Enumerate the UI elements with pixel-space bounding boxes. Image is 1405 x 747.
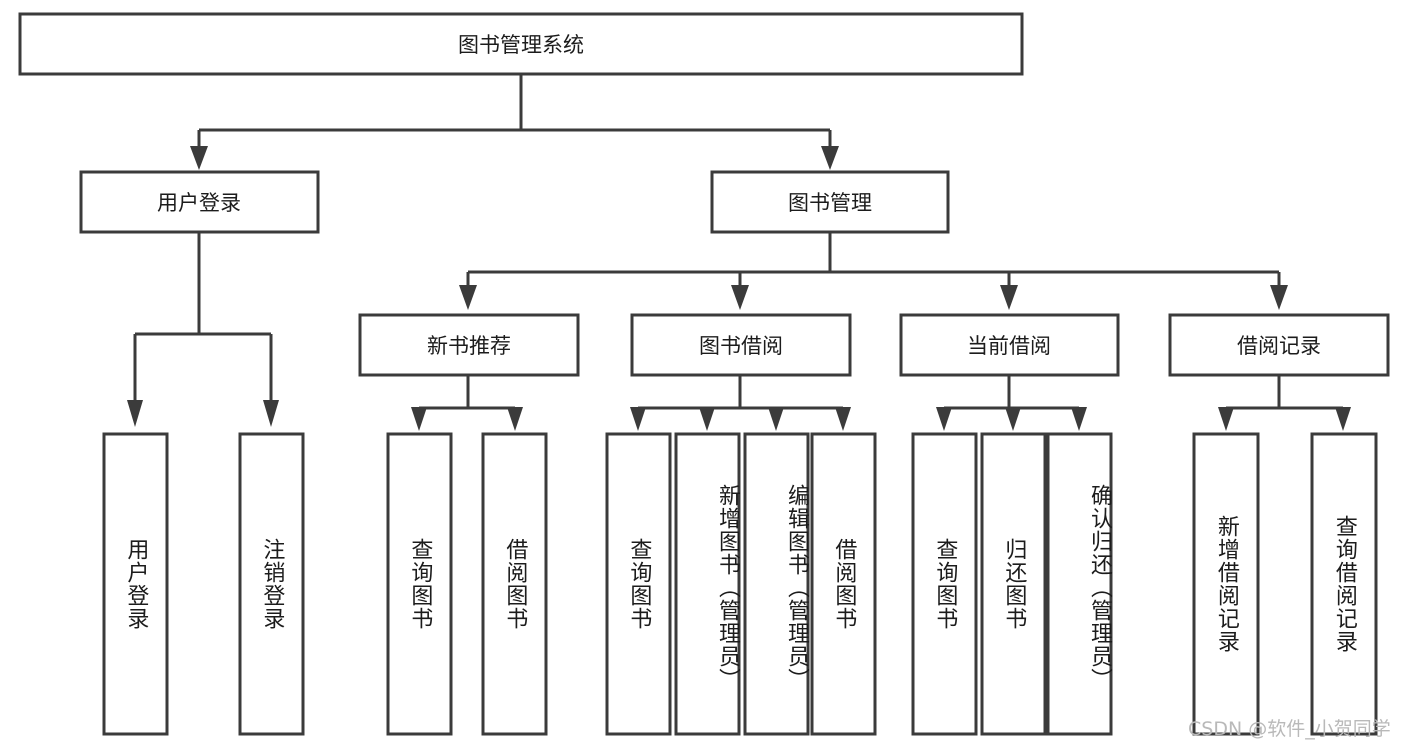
arrow-to-leaf-borrow-book-2 <box>835 407 851 431</box>
node-book-management[interactable]: 图书管理 <box>710 170 950 234</box>
arrow-to-leaf-logout <box>263 400 279 427</box>
watermark-text: CSDN @软件_小贺同学 <box>1188 718 1391 740</box>
node-book-borrow-label: 图书借阅 <box>699 334 783 358</box>
arrow-to-borrow-record <box>1270 285 1288 310</box>
leaf-edit-book-rect[interactable] <box>743 432 810 736</box>
arrow-to-current-borrow <box>1000 285 1018 310</box>
leaf-borrow-book-2-rect[interactable] <box>810 432 877 736</box>
node-borrow-record-label: 借阅记录 <box>1237 334 1321 358</box>
arrow-to-leaf-add-record <box>1218 407 1234 431</box>
arrow-to-leaf-query-book-3 <box>936 407 952 431</box>
node-borrow-record[interactable]: 借阅记录 <box>1168 313 1390 377</box>
arrow-to-leaf-return-book <box>1005 407 1021 431</box>
leaf-query-book-3-rect[interactable] <box>911 432 978 736</box>
node-book-borrow-rect[interactable] <box>630 313 852 377</box>
leaf-add-record-rect[interactable] <box>1192 432 1260 736</box>
node-current-borrow-label: 当前借阅 <box>967 334 1051 358</box>
node-book-management-label: 图书管理 <box>788 191 872 215</box>
node-root-label: 图书管理系统 <box>458 33 584 57</box>
leaves-book-borrow <box>605 432 877 736</box>
connectors-book-borrow-to-leaves <box>630 375 851 431</box>
arrow-to-leaf-borrow-book-1 <box>507 407 523 431</box>
leaf-query-book-1-rect[interactable] <box>386 432 453 736</box>
arrow-to-leaf-edit-book <box>768 407 784 431</box>
leaves-borrow-record <box>1192 432 1378 736</box>
leaf-query-book-2-rect[interactable] <box>605 432 672 736</box>
connectors-user-login-to-leaves <box>127 232 279 427</box>
connectors-root-to-level2 <box>190 74 839 170</box>
node-user-login[interactable]: 用户登录 <box>79 170 320 234</box>
node-user-login-label: 用户登录 <box>157 191 241 215</box>
arrow-to-user-login <box>190 146 208 170</box>
arrow-to-leaf-user-login <box>127 400 143 427</box>
leaves-new-book-recommend <box>386 432 548 736</box>
connectors-current-borrow-to-leaves <box>936 375 1087 431</box>
node-book-borrow[interactable]: 图书借阅 <box>630 313 852 377</box>
arrow-to-leaf-add-book <box>699 407 715 431</box>
arrow-to-new-book-recommend <box>459 285 477 310</box>
node-new-book-recommend-rect[interactable] <box>358 313 580 377</box>
node-book-management-rect[interactable] <box>710 170 950 234</box>
arrow-to-book-borrow <box>731 285 749 310</box>
leaf-add-book-rect[interactable] <box>674 432 741 736</box>
leaf-logout-rect[interactable] <box>238 432 305 736</box>
leaf-user-login-rect[interactable] <box>102 432 169 736</box>
leaf-borrow-book-1-rect[interactable] <box>481 432 548 736</box>
node-current-borrow[interactable]: 当前借阅 <box>899 313 1120 377</box>
arrow-to-book-manage <box>821 146 839 170</box>
leaf-confirm-return-rect[interactable] <box>1046 432 1113 736</box>
node-new-book-recommend[interactable]: 新书推荐 <box>358 313 580 377</box>
arrow-to-leaf-confirm-return <box>1071 407 1087 431</box>
leaf-return-book-rect[interactable] <box>980 432 1047 736</box>
arrow-to-leaf-query-record <box>1335 407 1351 431</box>
leaves-user-login <box>102 432 305 736</box>
leaf-query-record-rect[interactable] <box>1310 432 1378 736</box>
connectors-book-manage-to-level3 <box>459 232 1288 310</box>
leaves-current-borrow <box>911 432 1113 736</box>
node-root-rect[interactable] <box>18 12 1024 76</box>
node-new-book-recommend-label: 新书推荐 <box>427 334 511 358</box>
node-user-login-rect[interactable] <box>79 170 320 234</box>
node-root-book-management-system[interactable]: 图书管理系统 <box>18 12 1024 76</box>
node-borrow-record-rect[interactable] <box>1168 313 1390 377</box>
arrow-to-leaf-query-book-1 <box>411 407 427 431</box>
arrow-to-leaf-query-book-2 <box>630 407 646 431</box>
connectors-new-book-to-leaves <box>411 375 523 431</box>
node-current-borrow-rect[interactable] <box>899 313 1120 377</box>
connectors-borrow-record-to-leaves <box>1218 375 1351 431</box>
